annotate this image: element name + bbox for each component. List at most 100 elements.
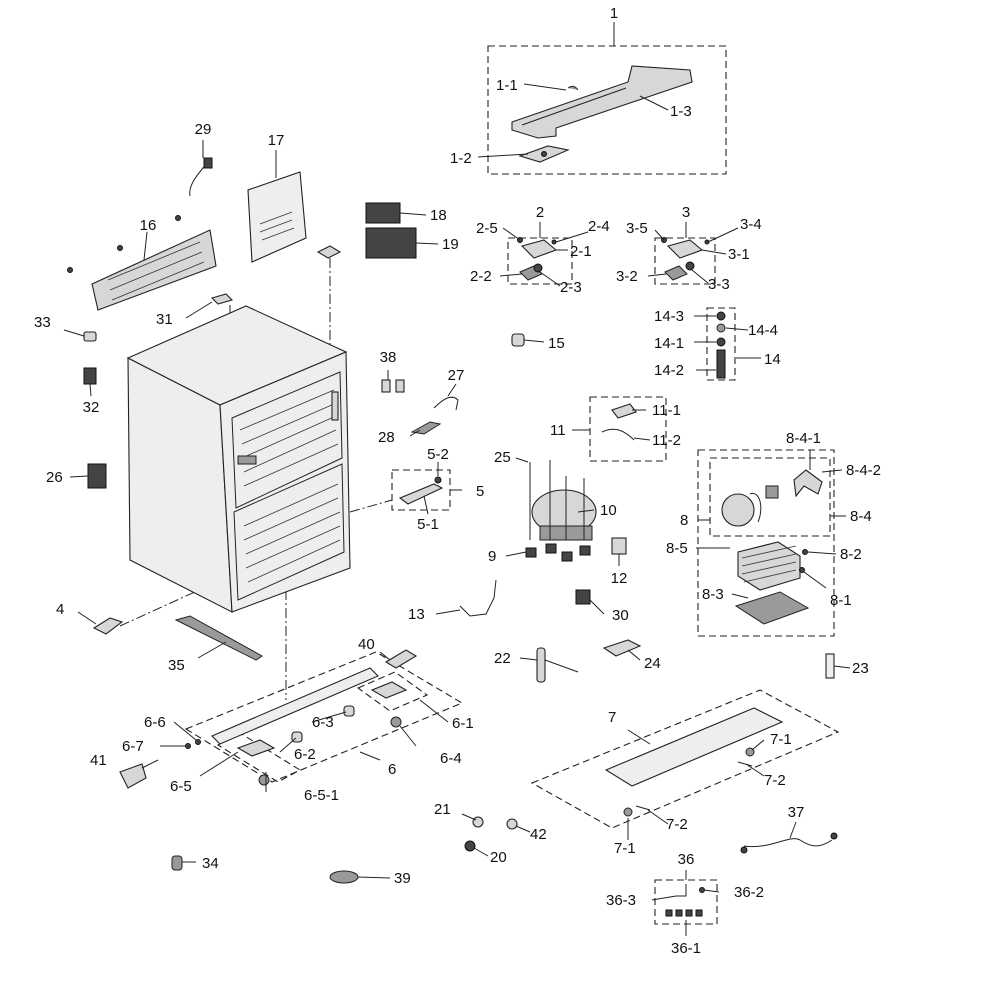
callout-21: 21	[434, 801, 451, 818]
evaporator-fins	[741, 545, 797, 583]
cabinet-handle	[331, 391, 339, 421]
assembly-line-4	[119, 575, 231, 627]
callout-31: 31	[156, 311, 173, 328]
group-box-14	[706, 307, 736, 381]
foot-9-c	[561, 551, 573, 562]
callout-11-1: 11-1	[652, 402, 681, 419]
foot-9-d	[579, 545, 591, 556]
callout-6-6: 6-6	[144, 714, 166, 731]
evaporator-group	[712, 469, 823, 625]
base-bracket-shape	[370, 681, 408, 699]
fan-housing-shape	[749, 492, 762, 523]
cable-37-shape	[743, 838, 833, 848]
callout-28: 28	[378, 429, 395, 446]
group-box-6	[184, 651, 464, 783]
callout-6-5: 6-5	[170, 778, 192, 795]
hinge-3-1-shape	[666, 239, 704, 259]
callout-41: 41	[90, 752, 107, 769]
roller-6-5-1-shape	[258, 774, 270, 786]
cover-17-shape	[247, 171, 307, 263]
washer-14-1-shape	[716, 337, 726, 347]
part-24-shape	[602, 639, 642, 657]
part-34-shape	[171, 855, 183, 871]
bottom-plate-7-shape	[604, 707, 784, 787]
part-11-1-shape	[611, 403, 637, 419]
callout-37: 37	[788, 804, 805, 821]
callouts: 1 1-1 1-3 1-2 2 2-5 2-4 2-1 2-2 2-3 3 3-…	[34, 5, 881, 957]
callout-23: 23	[852, 660, 869, 677]
group-box-8	[697, 449, 835, 637]
callout-29: 29	[195, 121, 212, 138]
callout-11-2: 11-2	[652, 432, 681, 449]
hinge-3-3-shape	[685, 261, 695, 271]
callout-11: 11	[550, 422, 566, 439]
fan-blade-8-4-1	[793, 469, 823, 498]
callout-3-4: 3-4	[740, 216, 762, 233]
hinge-2-1-shape	[520, 239, 558, 259]
assembly-line-5	[349, 499, 393, 513]
callout-19: 19	[442, 236, 459, 253]
callout-4: 4	[56, 601, 64, 618]
callout-20: 20	[490, 849, 507, 866]
part-23-shape	[825, 653, 835, 679]
callout-27: 27	[448, 367, 465, 384]
callout-8-4: 8-4	[850, 508, 872, 525]
cable-37-end-a	[740, 846, 748, 854]
part-top-bracket-shape	[316, 245, 342, 259]
callout-5: 5	[476, 483, 484, 500]
part-6-3-shape	[343, 705, 355, 717]
callout-26: 26	[46, 469, 63, 486]
callout-6: 6	[388, 761, 396, 778]
callout-25: 25	[494, 449, 511, 466]
callout-8-4-1: 8-4-1	[786, 430, 821, 447]
callout-7-1-b: 7-1	[614, 840, 636, 857]
callout-36: 36	[678, 851, 695, 868]
callout-8-4-2: 8-4-2	[846, 462, 881, 479]
base-rail-shape	[211, 667, 379, 745]
callout-42: 42	[530, 826, 547, 843]
callout-12: 12	[611, 570, 628, 587]
part-40-shape	[384, 649, 418, 669]
part-12-shape	[611, 537, 627, 555]
part-36-3-shape	[676, 884, 687, 897]
callout-2-2: 2-2	[470, 268, 492, 285]
callout-2-3: 2-3	[560, 279, 582, 296]
callout-14-3: 14-3	[654, 308, 684, 325]
callout-14-4: 14-4	[748, 322, 778, 339]
callout-39: 39	[394, 870, 411, 887]
callout-30: 30	[612, 607, 629, 624]
callout-2-1: 2-1	[570, 243, 592, 260]
rear-panel-grille	[107, 241, 205, 301]
callout-6-2: 6-2	[294, 746, 316, 763]
screw-8-1-shape	[799, 567, 805, 573]
part-21-shape	[472, 816, 484, 828]
callout-7: 7	[608, 709, 616, 726]
group-boxes	[184, 45, 840, 925]
callout-3-1: 3-1	[728, 246, 750, 263]
screw-7-2-a	[737, 761, 753, 767]
cable-11-2-shape	[601, 428, 635, 441]
callout-40: 40	[358, 636, 375, 653]
screw-6-6-shape	[195, 739, 201, 745]
callout-22: 22	[494, 650, 511, 667]
callout-24: 24	[644, 655, 661, 672]
plate-hole	[541, 151, 547, 157]
part-18-shape	[365, 202, 401, 224]
part-7-1-b	[623, 807, 633, 817]
roller-6-4-shape	[390, 716, 402, 728]
part-26-shape	[87, 463, 107, 489]
callout-14-2: 14-2	[654, 362, 684, 379]
screw-5-2-shape	[434, 476, 442, 484]
group-box-11	[589, 396, 667, 462]
part-22-shape	[536, 647, 546, 683]
part-13-shape	[459, 579, 497, 617]
callout-3-2: 3-2	[616, 268, 638, 285]
callout-15: 15	[548, 335, 565, 352]
callout-13: 13	[408, 606, 425, 623]
callout-17: 17	[268, 132, 285, 149]
part-38-b	[395, 379, 405, 393]
cover-17-detail	[259, 211, 295, 241]
callout-8-2: 8-2	[840, 546, 862, 563]
part-38-a	[381, 379, 391, 393]
part-19-shape	[365, 227, 417, 259]
